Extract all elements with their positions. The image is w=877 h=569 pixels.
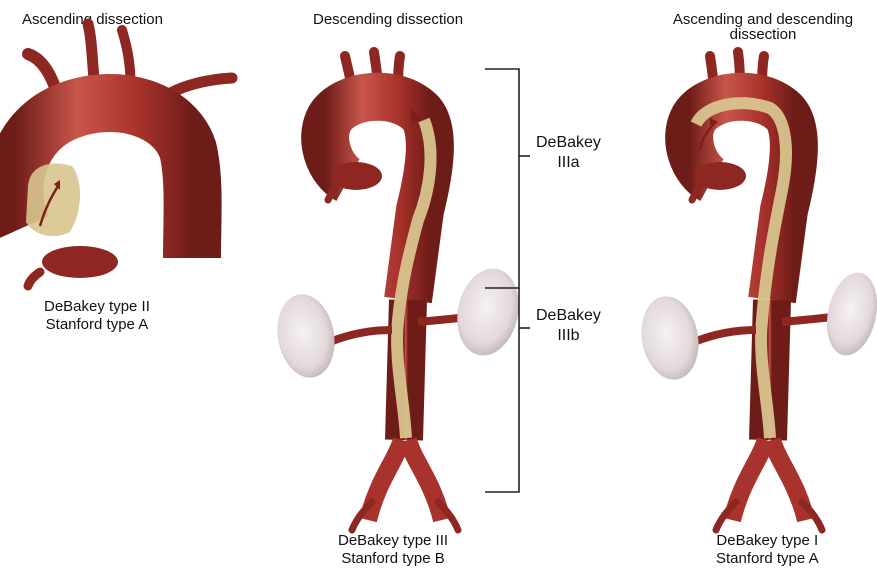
debakey-iiia-label: DeBakey IIIa xyxy=(536,133,601,173)
panel-1-caption-line2: Stanford type A xyxy=(44,316,150,334)
panel-2-aorta xyxy=(271,52,526,530)
debakey-iiib-label: DeBakey IIIb xyxy=(536,306,601,346)
panel-2-caption: DeBakey type III Stanford type B xyxy=(338,532,448,568)
panel-3-caption-line2: Stanford type A xyxy=(716,550,819,568)
panel-1-caption-line1: DeBakey type II xyxy=(44,298,150,316)
debakey-iiib-line2: IIIb xyxy=(536,326,601,346)
debakey-iiib-line1: DeBakey xyxy=(536,306,601,326)
panel-1-caption: DeBakey type II Stanford type A xyxy=(44,298,150,334)
panel-3-aorta xyxy=(635,52,877,530)
panel-2-caption-line1: DeBakey type III xyxy=(338,532,448,550)
panel-2-caption-line2: Stanford type B xyxy=(338,550,448,568)
panel-3-caption-line1: DeBakey type I xyxy=(716,532,819,550)
panel-1-aorta xyxy=(14,24,232,286)
debakey-iiia-line2: IIIa xyxy=(536,153,601,173)
debakey-iiia-line1: DeBakey xyxy=(536,133,601,153)
bracket-iiia xyxy=(485,69,519,288)
panel-3-caption: DeBakey type I Stanford type A xyxy=(716,532,819,568)
